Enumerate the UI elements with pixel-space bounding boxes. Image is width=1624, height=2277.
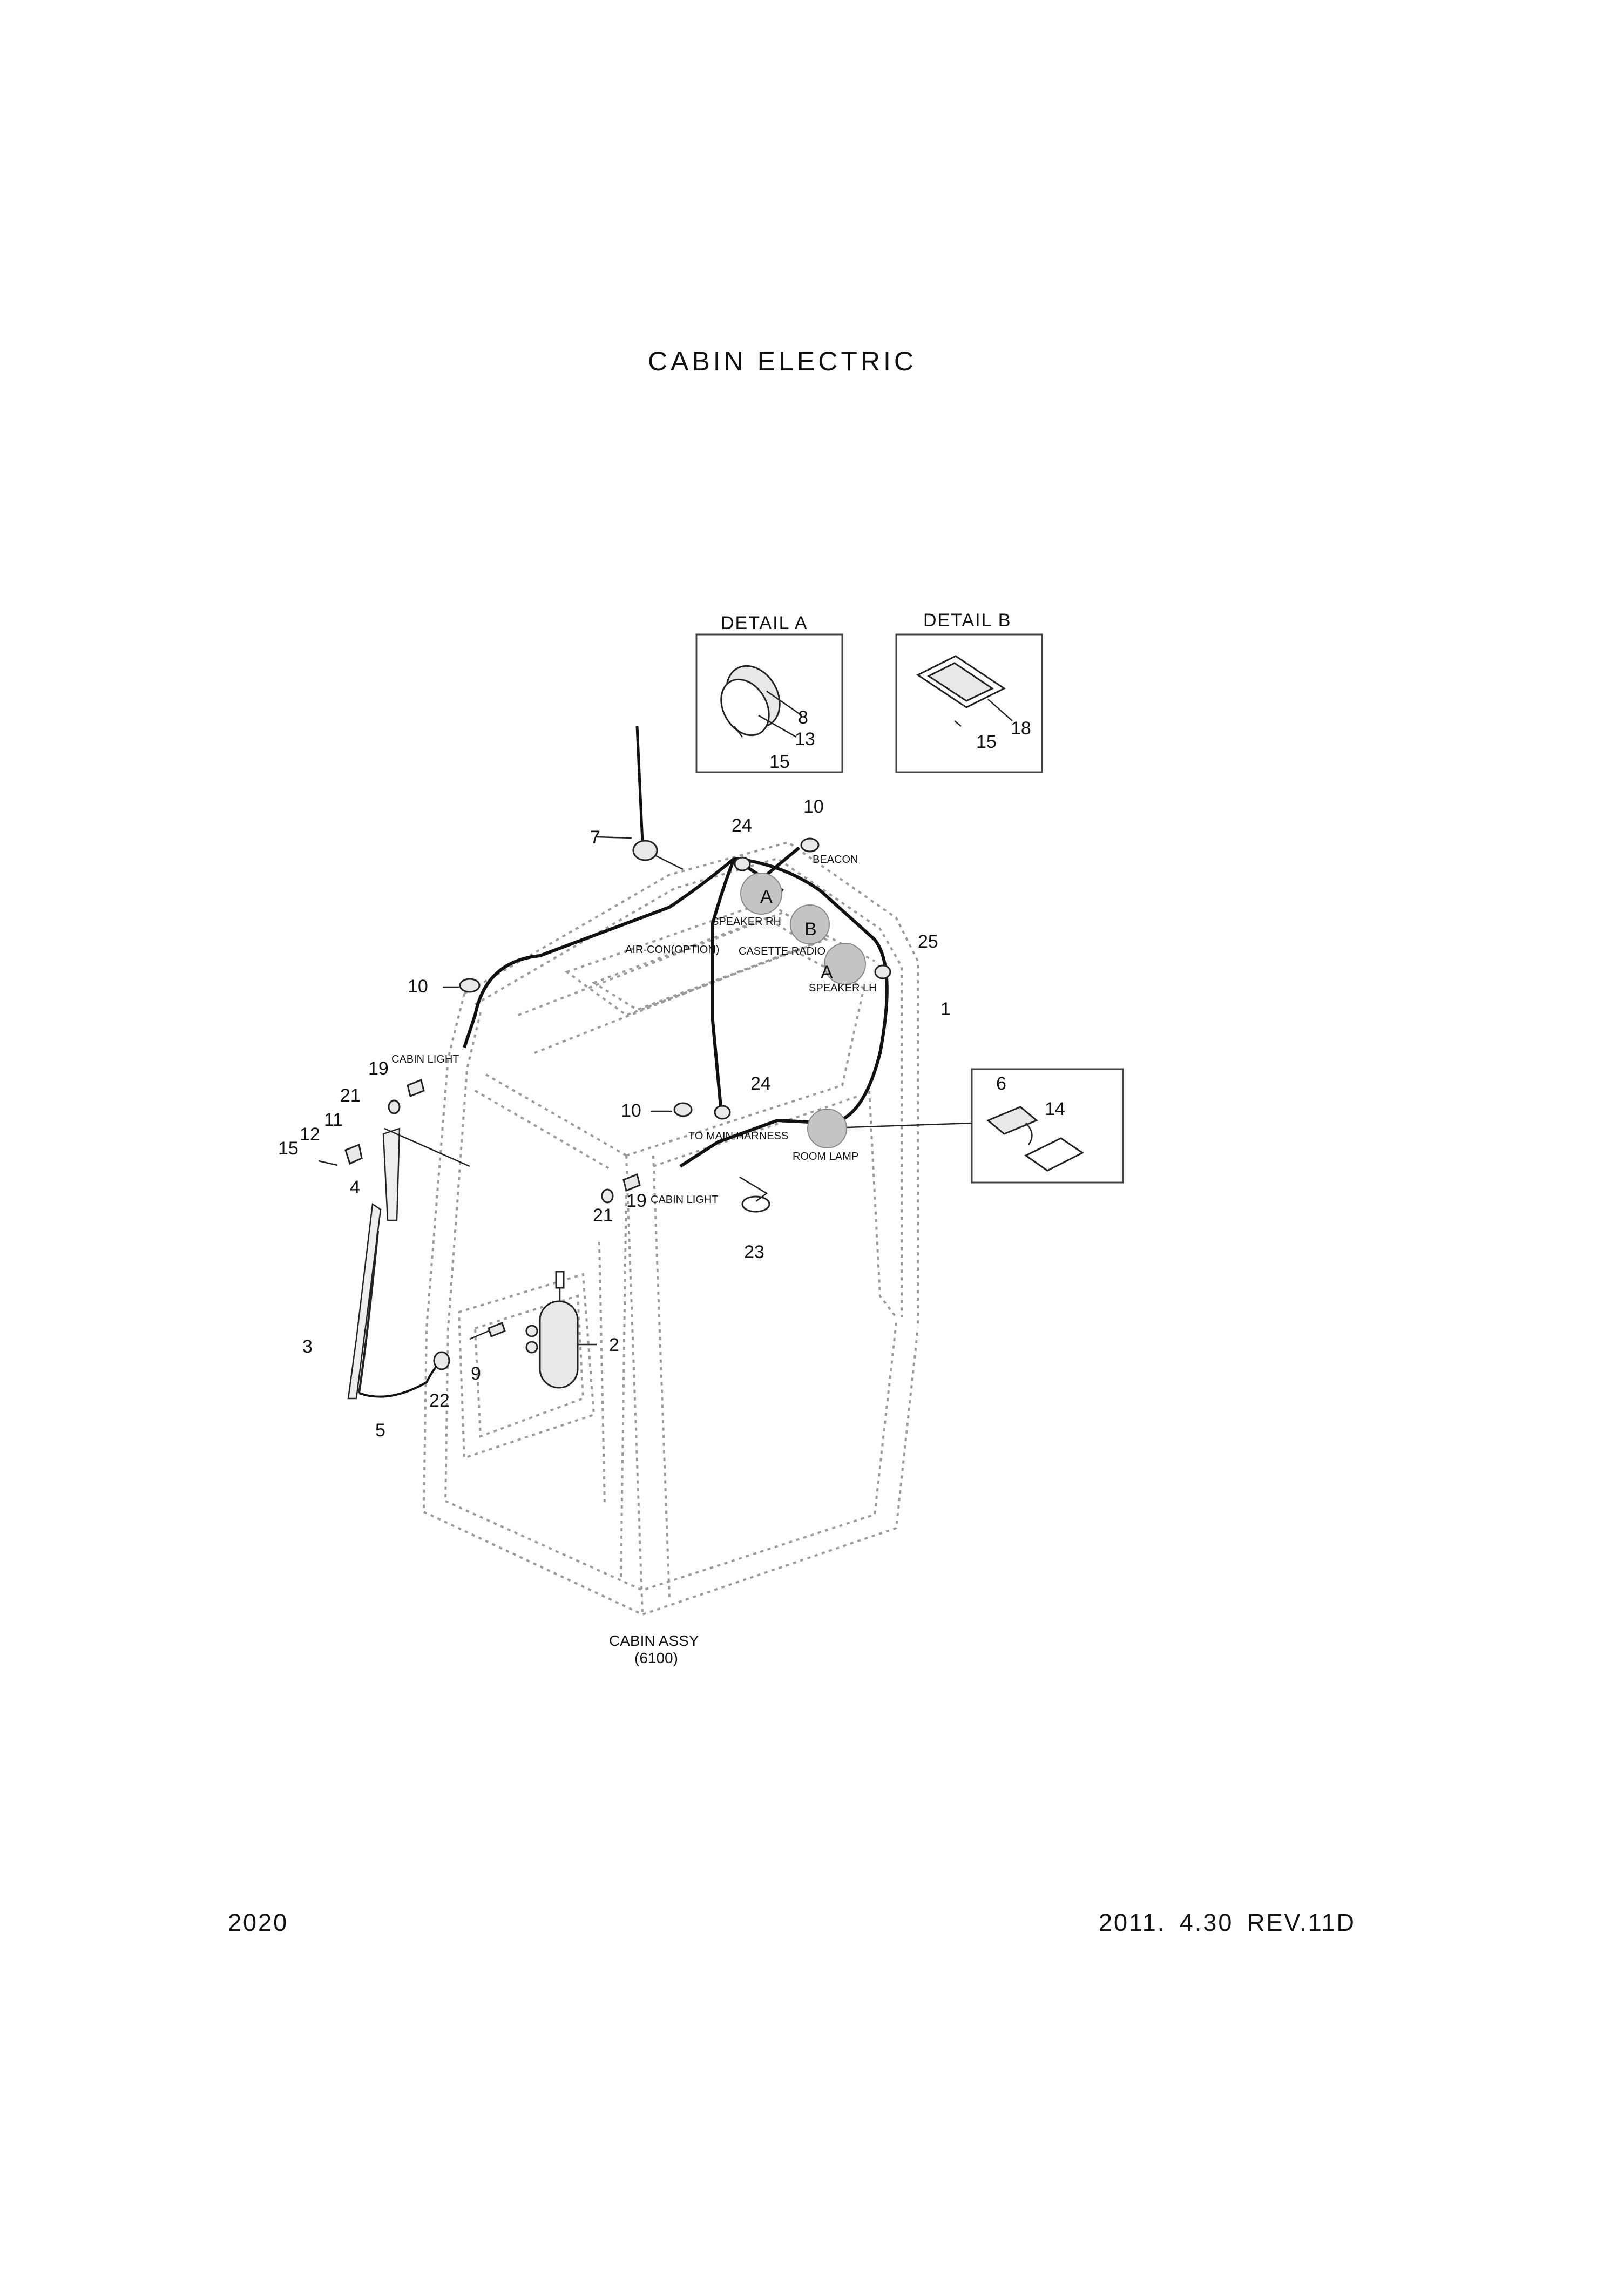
callout-10-left: 10: [408, 976, 428, 997]
callout-2: 2: [609, 1335, 619, 1355]
callout-11: 11: [324, 1110, 343, 1130]
callout-15-wiper: 15: [278, 1138, 299, 1159]
callout-24-top: 24: [732, 815, 752, 836]
antenna: [596, 726, 684, 870]
callout-21-center: 21: [593, 1205, 613, 1226]
detail-room-lamp-box: [971, 1068, 1124, 1184]
wiper-assembly: [318, 1127, 470, 1400]
callout-9: 9: [471, 1363, 481, 1384]
callout-3: 3: [302, 1336, 313, 1357]
reference-circles: [740, 873, 972, 1148]
label-speaker-lh: SPEAKER LH: [809, 982, 877, 994]
date-revision: 2011. 4.30 REV.11D: [1099, 1909, 1356, 1936]
callout-15-detail-a: 15: [769, 752, 790, 772]
label-to-main-harness: TO MAIN HARNESS: [688, 1130, 788, 1142]
callout-22: 22: [429, 1390, 450, 1411]
label-cabin-light-left: CABIN LIGHT: [391, 1053, 459, 1065]
callout-12: 12: [300, 1124, 320, 1145]
callout-10-top: 10: [803, 796, 824, 817]
label-cabin-light-center: CABIN LIGHT: [651, 1194, 719, 1206]
callout-15-detail-b: 15: [976, 732, 997, 752]
callout-24-center: 24: [750, 1073, 771, 1094]
callout-7: 7: [590, 827, 600, 848]
callout-14: 14: [1045, 1099, 1065, 1119]
detail-b-title: DETAIL B: [923, 610, 1011, 631]
callout-25: 25: [918, 931, 938, 952]
label-speaker-rh: SPEAKER RH: [712, 916, 781, 928]
callout-10-center: 10: [621, 1100, 641, 1121]
label-beacon: BEACON: [813, 854, 858, 866]
callout-19-center: 19: [626, 1191, 647, 1211]
callout-4: 4: [350, 1177, 360, 1198]
callout-23: 23: [744, 1242, 764, 1262]
label-cabin-assy-ref: (6100): [634, 1650, 678, 1666]
label-cabin-assy: CABIN ASSY: [609, 1632, 699, 1649]
detail-a-box: [695, 633, 843, 773]
label-casette-radio: CASETTE RADIO: [739, 945, 825, 957]
page-title: CABIN ELECTRIC: [648, 346, 917, 376]
ref-b: B: [804, 919, 817, 940]
callout-18: 18: [1011, 718, 1031, 739]
callout-13: 13: [795, 729, 815, 749]
callout-8: 8: [798, 707, 808, 728]
ref-a-right: A: [760, 887, 773, 907]
page-number: 2020: [228, 1909, 289, 1936]
callout-21-left: 21: [340, 1085, 361, 1106]
callout-6: 6: [996, 1073, 1006, 1094]
ref-a-left: A: [821, 962, 833, 983]
grommets: [443, 837, 891, 1120]
label-room-lamp: ROOM LAMP: [793, 1151, 858, 1163]
part-callouts: 8 13 15 18 15 10 24 7 25 1 10 19 21 24 1…: [278, 707, 1065, 1441]
callout-19-left: 19: [368, 1058, 389, 1079]
callout-1: 1: [940, 999, 951, 1019]
washer-tank: [469, 1271, 597, 1389]
detail-a-title: DETAIL A: [721, 613, 808, 633]
callout-5: 5: [375, 1420, 385, 1441]
cabin-light-brackets: [388, 1078, 770, 1213]
detail-b-box: [895, 633, 1043, 773]
label-air-con: AIR-CON(OPTION): [625, 944, 719, 956]
diagram-labels: DETAIL A DETAIL B BEACON SPEAKER RH AIR-…: [391, 610, 1011, 1666]
cabin-frame: [423, 841, 919, 1616]
